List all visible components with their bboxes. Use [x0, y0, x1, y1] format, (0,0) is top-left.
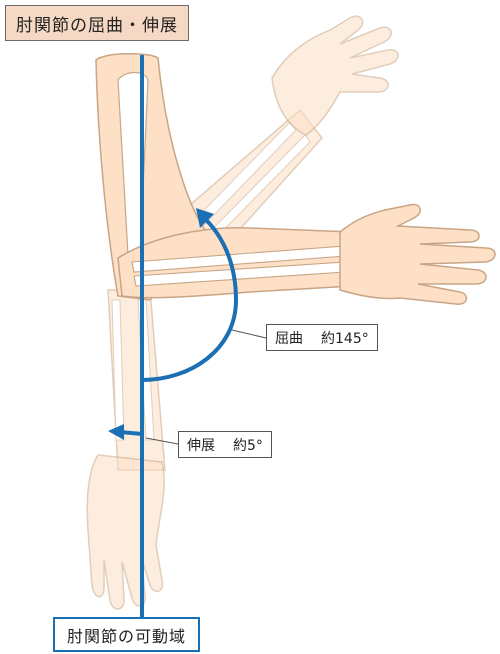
range-of-motion-caption: 肘関節の可動域 — [53, 617, 201, 652]
extension-callout: 伸展 約5° — [178, 431, 272, 458]
raised-hand — [271, 15, 399, 136]
diagram-title: 肘関節の屈曲・伸展 — [5, 5, 189, 41]
extension-label: 伸展 — [187, 438, 215, 454]
extension-leader-line — [145, 437, 179, 445]
extension-value: 約5° — [233, 438, 263, 454]
flexion-leader-line — [231, 329, 267, 339]
horizontal-hand — [339, 203, 496, 305]
extension-arrow — [108, 424, 143, 440]
flexion-callout: 屈曲 約145° — [266, 324, 378, 351]
flexion-value: 約145° — [321, 331, 369, 347]
extended-hand — [86, 454, 165, 610]
flexion-label: 屈曲 — [275, 331, 303, 347]
flexion-arrow — [141, 208, 239, 382]
